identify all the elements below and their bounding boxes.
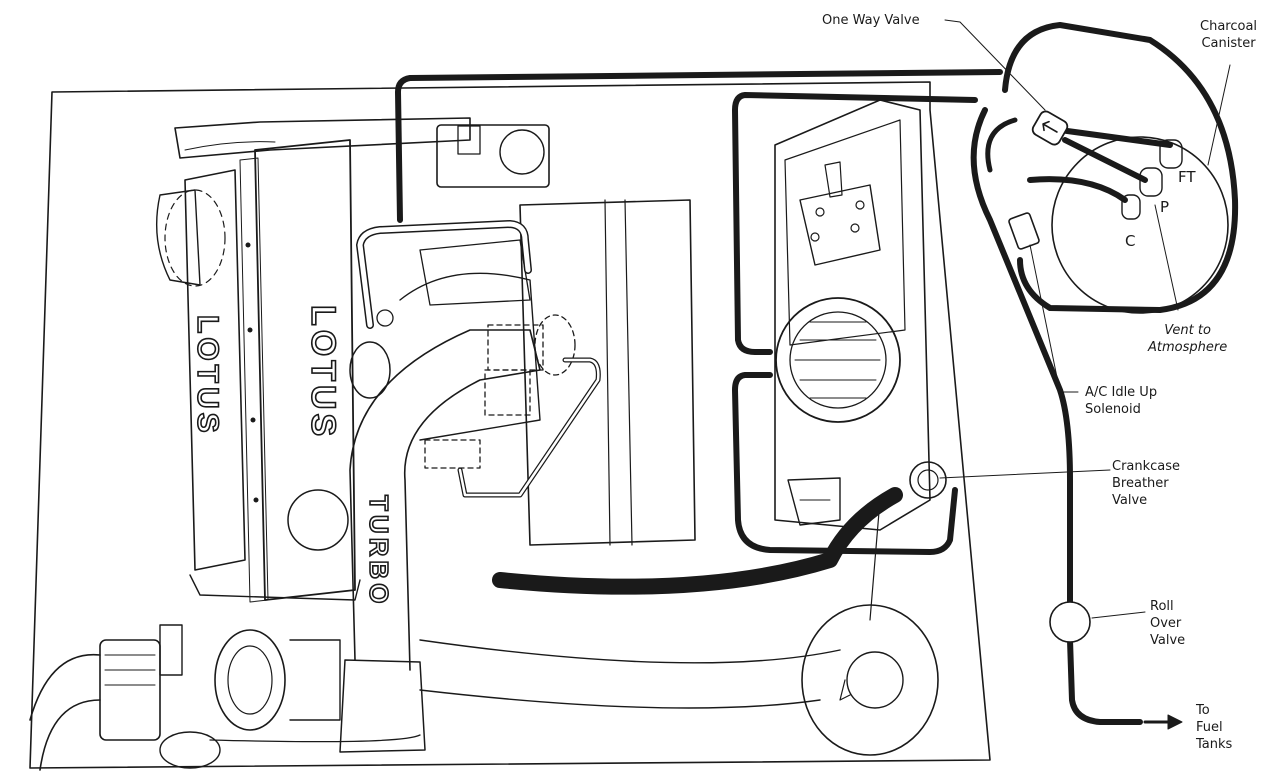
- sensor-box: [436, 124, 550, 188]
- engine-bay-outline: [29, 81, 991, 769]
- air-filter-housing: [774, 99, 931, 531]
- canister-port-ft: FT: [1178, 168, 1196, 186]
- vapor-line-top[interactable]: [395, 69, 1003, 223]
- leader-roll-over: [1091, 611, 1146, 619]
- turbocharger: [29, 624, 341, 771]
- intake-plenum: [519, 199, 696, 546]
- fuel-tank-line[interactable]: [970, 107, 1143, 725]
- airflow-meter: [775, 297, 901, 423]
- label-ac-idle-up-solenoid: A/C Idle Up Solenoid: [1085, 385, 1158, 417]
- label-one-way-valve: One Way Valve: [822, 13, 920, 28]
- label-to-fuel-tanks: To Fuel Tanks: [1196, 703, 1233, 752]
- turbo-intake-pipe: [349, 329, 541, 671]
- label-vent-to-atmosphere: Vent to Atmosphere: [1148, 323, 1228, 355]
- cam-cover-left: [184, 169, 246, 571]
- leader-breather: [939, 469, 1111, 479]
- one-way-valve: [1031, 110, 1069, 146]
- timing-belt-cover: [174, 117, 471, 159]
- vapor-line-loop[interactable]: [732, 92, 978, 555]
- label-crankcase-breather-valve: Crankcase Breather Valve: [1112, 459, 1181, 508]
- label-roll-over-valve: Roll Over Valve: [1150, 599, 1186, 648]
- canister-port-p: P: [1160, 198, 1169, 216]
- cam-cover-left-marking: LOTUS: [191, 315, 224, 437]
- leader-canister: [1207, 64, 1231, 166]
- cam-cover-right: [254, 139, 356, 601]
- canister-line-loop[interactable]: [1002, 22, 1239, 313]
- leader-vent: [1154, 204, 1179, 311]
- canister-port-c: C: [1125, 232, 1135, 250]
- ac-idle-up-solenoid: [1008, 212, 1040, 250]
- expansion-tank: [801, 604, 939, 756]
- label-charcoal-canister: Charcoal Canister: [1200, 19, 1258, 51]
- roll-over-valve: [1049, 601, 1091, 643]
- intake-pipe-marking: TURBO: [364, 495, 394, 607]
- cam-cover-right-marking: LOTUS: [304, 305, 342, 440]
- charcoal-canister: [1051, 136, 1229, 314]
- leader-one-way-valve: [944, 19, 1046, 111]
- leader-solenoid: [1029, 244, 1079, 393]
